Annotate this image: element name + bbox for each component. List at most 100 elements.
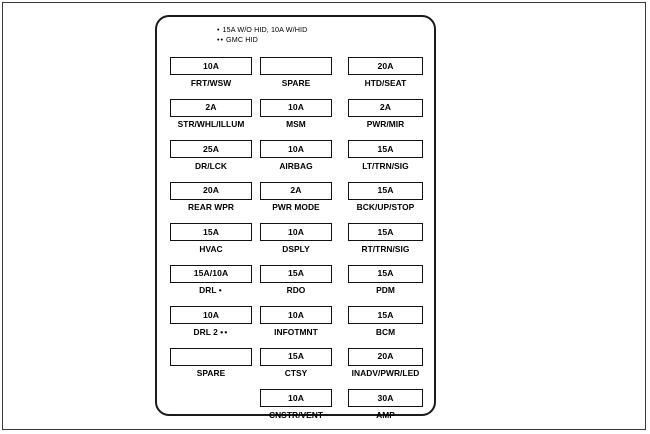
fuse-slot[interactable]: 2A xyxy=(260,181,332,200)
footnote-row: ••GMC HID xyxy=(217,35,432,45)
fuse-label: DRL 2 •• xyxy=(170,326,252,337)
fuse-slot[interactable]: 15A xyxy=(348,223,423,241)
fuse-label-text: HVAC xyxy=(199,243,223,254)
fuse-slot[interactable]: 10A xyxy=(260,223,332,241)
fuse-label-text: PWR MODE xyxy=(272,202,320,212)
fuse-slot[interactable]: 15A xyxy=(348,181,423,200)
fuse-label-text: SPARE xyxy=(196,368,226,378)
fuse-label-text: SPARE xyxy=(281,77,311,88)
fuse-slot[interactable]: 20A xyxy=(348,347,423,366)
fuse-cell: 15A RDO xyxy=(260,264,332,307)
fuse-label: AMP xyxy=(348,410,423,419)
fuse-slot[interactable]: 15A xyxy=(348,140,423,158)
fuse-label: SPARE xyxy=(170,369,252,377)
footnote-legend: •15A W/O HID, 10A W/HID ••GMC HID xyxy=(217,25,432,45)
fuse-amperage: 10A xyxy=(287,392,305,403)
footnote-row: •15A W/O HID, 10A W/HID xyxy=(217,25,432,35)
fuse-cell: 15A BCM xyxy=(348,306,423,348)
fuse-label: HTD/SEAT xyxy=(348,78,423,87)
fuse-amperage: 20A xyxy=(202,185,220,196)
fuse-amperage: 15A xyxy=(377,309,394,320)
fuse-label: AIRBAG xyxy=(260,161,332,170)
fuse-label-text: RDO xyxy=(286,285,306,295)
fuse-amperage: 15A xyxy=(287,268,305,279)
fuse-slot[interactable]: 2A xyxy=(348,98,423,117)
fuse-cell: 25A DR/LCK xyxy=(170,140,252,182)
fuse-slot[interactable]: 15A/10A xyxy=(170,264,252,283)
fuse-slot[interactable]: 15A xyxy=(348,306,423,324)
fuse-amperage: 15A xyxy=(377,143,394,154)
fuse-slot[interactable]: 15A xyxy=(260,347,332,366)
fuse-label: FRT/WSW xyxy=(170,78,252,87)
fuse-cell: 10A INFOTMNT xyxy=(260,306,332,348)
fuse-amperage: 2A xyxy=(379,102,392,113)
fuse-amperage: 10A xyxy=(202,60,220,71)
fuse-slot[interactable]: 2A xyxy=(170,98,252,117)
fuse-label: CNSTR/VENT xyxy=(260,409,332,420)
fuse-amperage: 15A xyxy=(287,351,305,362)
figure-frame: •15A W/O HID, 10A W/HID ••GMC HID 10A FRT… xyxy=(2,2,646,430)
fuse-slot[interactable]: 15A xyxy=(260,264,332,283)
fuse-slot[interactable]: 15A xyxy=(170,223,252,241)
fuse-slot[interactable]: 10A xyxy=(260,140,332,158)
fuse-label: PDM xyxy=(348,286,423,294)
fuse-cell: 15A/10A DRL • xyxy=(170,264,252,307)
fuse-cell: 20A HTD/SEAT xyxy=(348,57,423,99)
fuse-slot[interactable]: 15A xyxy=(348,264,423,283)
fuse-cell: 30A AMP xyxy=(348,389,423,431)
fuse-slot[interactable]: 30A xyxy=(348,389,423,407)
fuse-label: REAR WPR xyxy=(170,203,252,211)
fuse-amperage: 20A xyxy=(377,60,394,71)
fuse-amperage: 2A xyxy=(290,185,302,196)
fuse-amperage: 20A xyxy=(377,351,394,362)
fuse-slot[interactable]: 10A xyxy=(170,306,252,324)
fuse-cell: 15A HVAC xyxy=(170,223,252,265)
fuse-label-text: INADV/PWR/LED xyxy=(351,368,420,378)
fuse-label: DR/LCK xyxy=(170,161,252,170)
fuse-slot[interactable]: 10A xyxy=(170,57,252,75)
fuse-label-text: INFOTMNT xyxy=(274,326,318,337)
fuse-amperage: 15A xyxy=(202,226,220,237)
fuse-cell: 2A PWR/MIR xyxy=(348,98,423,141)
fuse-column-right: 20A HTD/SEAT 2A PWR/MIR 15A LT/TRN/SIG 15A BCK/… xyxy=(348,57,423,431)
fuse-label: DRL • xyxy=(170,286,252,294)
fuse-label-text: BCM xyxy=(375,326,396,337)
fuse-label: INFOTMNT xyxy=(260,326,332,337)
fuse-label: PWR/MIR xyxy=(348,120,423,128)
fuse-cell: 10A AIRBAG xyxy=(260,140,332,182)
fuse-label-text: LT/TRN/SIG xyxy=(362,160,409,171)
fuse-label-text: DRL 2 xyxy=(193,326,218,337)
fuse-label: MSM xyxy=(260,120,332,128)
fuse-label: BCK/UP/STOP xyxy=(348,203,423,211)
fuse-label-text: REAR WPR xyxy=(188,202,234,212)
fuse-cell: 20A INADV/PWR/LED xyxy=(348,347,423,390)
fuse-label-text: MSM xyxy=(286,119,306,129)
fuse-amperage: 15A/10A xyxy=(193,268,229,279)
fuse-label: RDO xyxy=(260,286,332,294)
fuse-cell: 2A PWR MODE xyxy=(260,181,332,224)
fuse-slot[interactable]: 10A xyxy=(260,98,332,117)
fuse-cell: 10A FRT/WSW xyxy=(170,57,252,99)
fuse-amperage: 15A xyxy=(377,268,394,279)
fuse-label-text: CNSTR/VENT xyxy=(268,409,323,420)
fuse-amperage: 2A xyxy=(205,102,217,113)
fuse-slot[interactable]: 20A xyxy=(348,57,423,75)
fuse-slot[interactable]: 25A xyxy=(170,140,252,158)
footnote-marker: •• xyxy=(217,35,225,44)
fuse-cell: 10A CNSTR/VENT xyxy=(260,389,332,431)
footnote-text: GMC HID xyxy=(226,35,258,44)
fuse-amperage: 25A xyxy=(202,143,220,154)
fuse-slot[interactable]: 10A xyxy=(260,306,332,324)
fuse-cell: SPARE xyxy=(260,57,332,99)
fuse-label: CTSY xyxy=(260,369,332,377)
fuse-slot-empty[interactable] xyxy=(260,57,332,75)
fuse-label: STR/WHL/ILLUM xyxy=(170,120,252,128)
fuse-slot[interactable]: 20A xyxy=(170,181,252,200)
fuse-slot-empty[interactable] xyxy=(170,347,252,366)
fuse-cell: 15A CTSY xyxy=(260,347,332,390)
fuse-slot[interactable]: 10A xyxy=(260,389,332,407)
fuse-amperage: 30A xyxy=(377,392,394,403)
